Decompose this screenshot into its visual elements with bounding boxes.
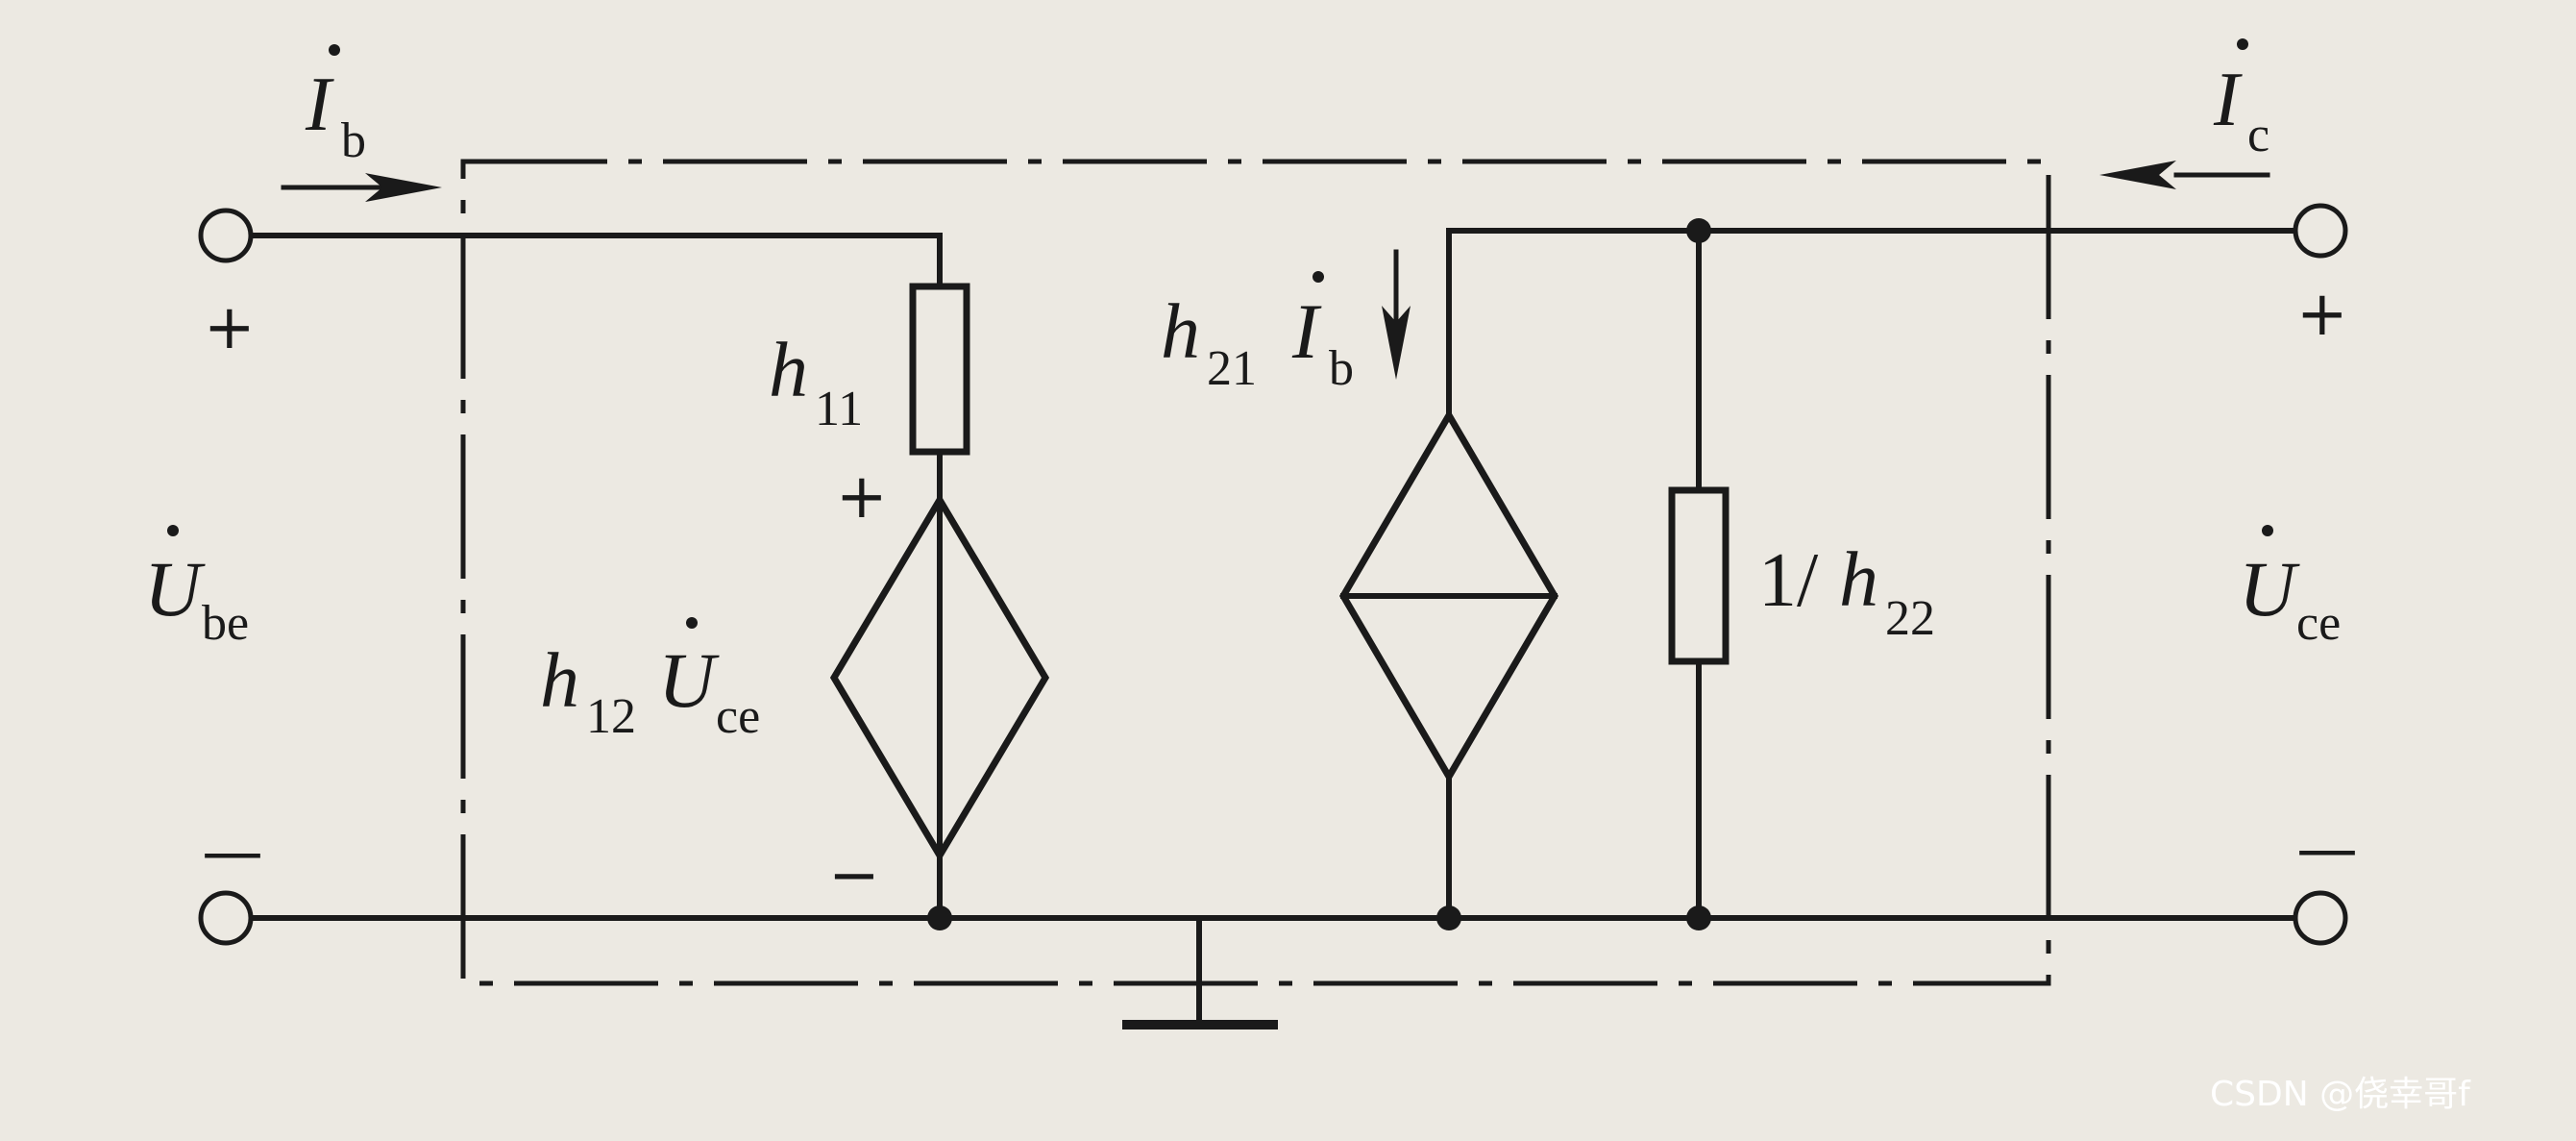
h22-bottom-node (1686, 905, 1711, 930)
h22-label: 1/ h 22 (1758, 535, 1935, 646)
svg-text:I: I (305, 62, 334, 147)
two-port-boundary (460, 159, 2051, 986)
svg-text:c: c (2247, 108, 2269, 162)
svg-text:ce: ce (2296, 596, 2341, 651)
svg-text:U: U (2239, 545, 2300, 633)
watermark: CSDN @侥幸哥f (2210, 1075, 2471, 1114)
svg-text:b: b (341, 113, 366, 168)
svg-text:h: h (1839, 535, 1878, 623)
svg-text:22: 22 (1885, 591, 1935, 646)
ic-label: I c (2213, 38, 2269, 162)
svg-text:U: U (144, 545, 206, 633)
svg-text:21: 21 (1207, 341, 1257, 396)
input-minus-sign: — (202, 817, 263, 888)
ic-arrow-icon (2099, 161, 2270, 189)
svg-text:h: h (540, 636, 579, 724)
uce-label: U ce (2239, 525, 2341, 651)
ube-label: U be (144, 525, 249, 651)
svg-text:11: 11 (815, 382, 863, 436)
svg-text:b: b (1329, 341, 1354, 396)
voltage-source-node (927, 905, 952, 930)
ib-arrow-icon (281, 173, 442, 202)
input-top-wire (249, 233, 943, 289)
input-terminal-bottom (198, 890, 254, 946)
source-minus-sign: − (828, 840, 880, 911)
h21-direction-arrow-icon (1382, 249, 1411, 380)
output-top-wire (1446, 228, 2299, 418)
top-right-node (1686, 218, 1711, 243)
svg-text:h: h (769, 326, 808, 413)
h11-resistor (909, 283, 970, 456)
current-source-node (1436, 905, 1461, 930)
svg-text:be: be (202, 596, 249, 651)
source-plus-sign: + (836, 461, 888, 533)
output-terminal-bottom (2293, 890, 2348, 946)
input-terminal-top (198, 208, 254, 263)
h11-label: h 11 (769, 326, 863, 436)
h22-resistor (1668, 486, 1730, 665)
output-terminal-top (2293, 203, 2348, 259)
output-plus-sign: + (2296, 279, 2348, 350)
svg-text:I: I (1291, 287, 1322, 375)
svg-text:U: U (658, 636, 720, 724)
output-minus-sign: — (2296, 814, 2358, 885)
ib-label: I b (305, 44, 366, 168)
svg-text:h: h (1161, 287, 1200, 375)
h21-ib-label: h 21 I b (1161, 271, 1354, 396)
svg-text:12: 12 (586, 689, 636, 744)
input-plus-sign: + (204, 292, 256, 363)
svg-text:ce: ce (716, 689, 760, 744)
h12-uce-label: h 12 U ce (540, 617, 760, 744)
svg-text:I: I (2213, 58, 2243, 142)
svg-text:1/: 1/ (1758, 538, 1819, 623)
